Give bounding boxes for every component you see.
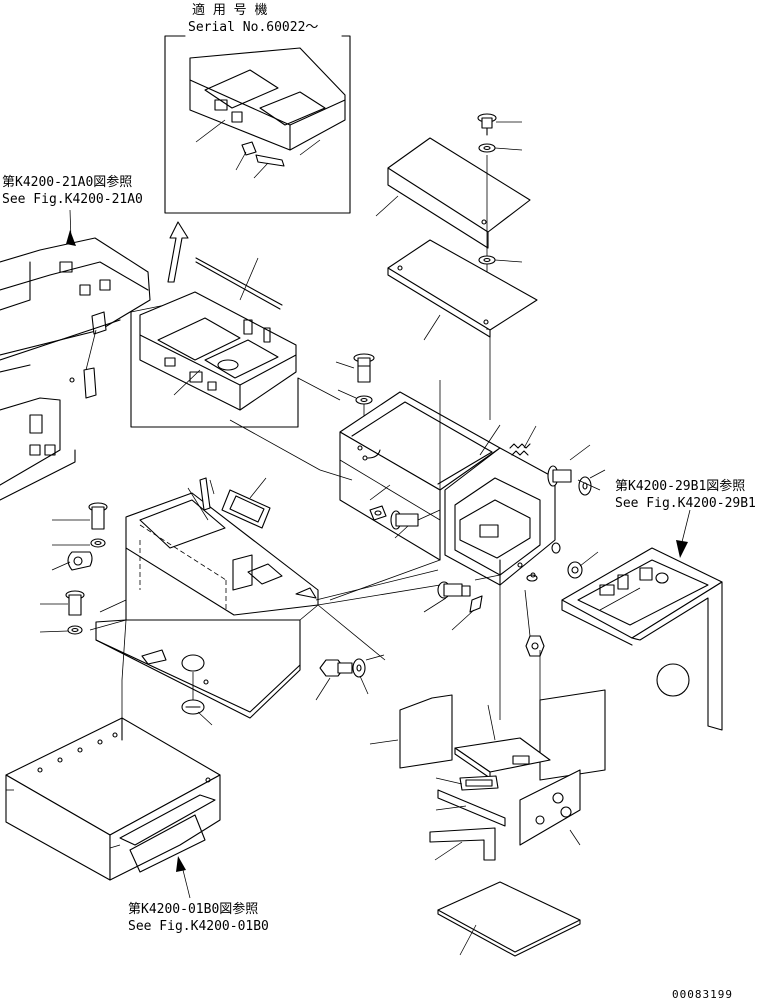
ref-left-jp: 第K4200-21A0図参照 (2, 174, 132, 190)
ref-bottom-jp: 第K4200-01B0図参照 (128, 901, 258, 917)
ref-bottom-group: 第K4200-01B0図参照 See Fig.K4200-01B0 (128, 856, 269, 934)
bolts-under-console (369, 505, 441, 539)
main-console-box (339, 391, 561, 586)
rod-part (199, 477, 215, 511)
lower-cover-panel (387, 239, 538, 420)
spring-part (509, 425, 537, 456)
floor-plate-part (95, 569, 441, 719)
center-tray-frame (130, 257, 341, 428)
ref-right-jp: 第K4200-29B1図参照 (615, 478, 745, 494)
bolt-bottom-center (315, 654, 385, 701)
side-panel-part (125, 487, 319, 621)
arrow-to-inset (167, 221, 189, 283)
left-frame-assembly (0, 237, 151, 501)
ref-right-en: See Fig.K4200-29B1 (615, 496, 756, 511)
drawing-code: 00083199 (672, 988, 733, 1001)
bolts-right (547, 444, 606, 496)
label-plate (221, 477, 271, 529)
grommet-part (181, 672, 213, 726)
guide-lines (89, 380, 441, 661)
inset-serial-box: 適 用 号 機 Serial No.60022～ (164, 2, 351, 214)
top-cover-panel (375, 137, 531, 249)
base-frame-assembly (5, 619, 221, 881)
ref-bottom-en: See Fig.K4200-01B0 (128, 919, 269, 934)
ref-left-en: See Fig.K4200-21A0 (2, 192, 143, 207)
left-fasteners (39, 502, 108, 635)
inset-title-jp: 適 用 号 機 (192, 2, 267, 18)
inset-title-en: Serial No.60022～ (188, 20, 318, 35)
ref-left-group: 第K4200-21A0図参照 See Fig.K4200-21A0 (0, 174, 151, 501)
center-tray-part (139, 291, 297, 411)
inset-tray-part (189, 47, 346, 179)
ref-right-group: 第K4200-29B1図参照 See Fig.K4200-29B1 (561, 478, 756, 731)
lower-panels (369, 650, 606, 957)
switch-parts (423, 574, 501, 720)
right-frame-assembly (561, 547, 723, 731)
bolt-center (335, 353, 375, 420)
knob-parts (524, 551, 599, 657)
